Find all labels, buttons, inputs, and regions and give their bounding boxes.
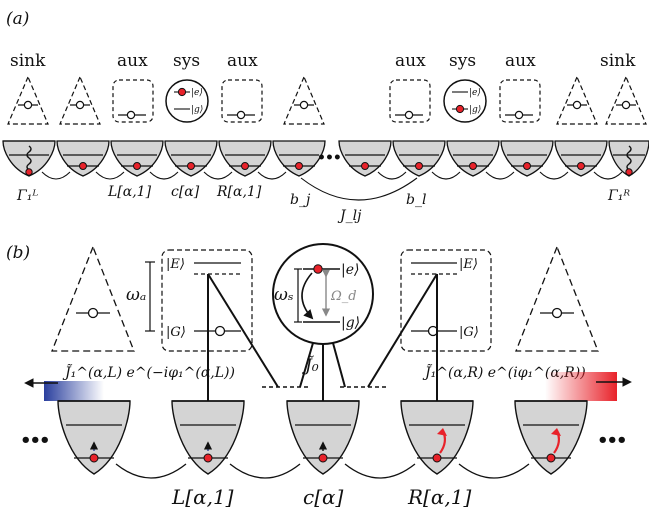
top-label-aux-2: aux	[227, 51, 258, 71]
well-a-5	[218, 140, 272, 177]
j1-left-label: J̃₁^(α,L) e^(−iφ₁^(α,L))	[62, 363, 235, 381]
b-label-l-alpha: L[α,1]	[171, 485, 234, 509]
l-alpha-label: L[α,1]	[107, 184, 152, 200]
panel-b-wells	[57, 400, 588, 475]
well-a-6	[272, 140, 326, 177]
sys-2-ground-dot	[455, 104, 465, 114]
top-label-sys-2: sys	[449, 51, 476, 71]
well-a-11	[554, 140, 608, 177]
b-right-state-E: |E⟩	[459, 257, 478, 272]
panel-b-couplings	[115, 463, 530, 479]
well-b-5	[514, 400, 588, 475]
sink-empty-dots	[23, 100, 631, 110]
b-left-state-E: |E⟩	[166, 257, 185, 272]
sys-circle-2: |e⟩ |g⟩	[443, 79, 487, 123]
b-left-state-G: |G⟩	[166, 325, 186, 340]
top-label-aux-4: aux	[505, 51, 536, 71]
b-ellipsis-left: •••	[20, 430, 49, 451]
top-label-aux-1: aux	[117, 51, 148, 71]
panel-a-bottom-labels: Γ₁ᴸ L[α,1] c[α] R[α,1] b_j J_lj b_l Γ₁ᴿ	[16, 184, 630, 224]
panel-b-label: (b)	[6, 243, 30, 263]
top-label-aux-3: aux	[395, 51, 426, 71]
aux-box-1	[112, 79, 154, 123]
b-j-label: b_j	[290, 192, 311, 208]
sys-2-state-g: |g⟩	[469, 105, 481, 115]
well-b-4	[400, 400, 474, 475]
sink-triangle-1	[7, 75, 49, 125]
red-flow-gradient	[545, 372, 617, 401]
aux-box-3	[389, 79, 431, 123]
sink-triangle-2	[59, 75, 101, 125]
r-alpha-label: R[α,1]	[216, 184, 262, 200]
sink-triangle-3	[283, 75, 325, 125]
well-a-7	[338, 140, 392, 177]
b-l-label: b_l	[406, 192, 426, 208]
sys-1-excited-dot	[177, 87, 187, 97]
aux-box-4	[499, 79, 541, 123]
panel-a-couplings	[41, 171, 623, 201]
sys-circle-1: |e⟩ |g⟩	[165, 79, 209, 123]
sink-triangle-5	[605, 75, 647, 125]
omega-d-label: Ω_d	[330, 289, 357, 304]
aux-boxes	[112, 79, 541, 123]
b-triangle-left	[51, 245, 135, 352]
panel-a-top-labels: sink aux sys aux aux sys aux sink	[10, 51, 636, 71]
sys-1-state-e: |e⟩	[191, 88, 203, 98]
gamma-right-label: Γ₁ᴿ	[607, 188, 630, 204]
b-coupling-lines	[207, 273, 438, 405]
b-label-c-alpha: c[α]	[303, 485, 344, 509]
top-label-sink-left: sink	[10, 51, 46, 71]
j1-right-label: J̃₁^(α,R) e^(iφ₁^(α,R))	[422, 363, 586, 381]
panel-b-bottom-labels: L[α,1] c[α] R[α,1]	[171, 485, 471, 509]
b-triangle-right	[515, 245, 599, 352]
panel-a-label: (a)	[6, 9, 29, 29]
well-a-10	[500, 140, 554, 177]
b-aux-box-left: |E⟩ |G⟩	[161, 249, 253, 352]
top-label-sys-1: sys	[173, 51, 200, 71]
well-a-4	[164, 140, 218, 177]
b-sys-state-e: |e⟩	[341, 262, 359, 278]
b-ellipsis-right: •••	[597, 430, 626, 451]
sink-triangles	[7, 75, 647, 125]
well-b-1	[57, 400, 131, 475]
j-lj-label: J_lj	[337, 208, 362, 224]
b-aux-box-right: |E⟩ |G⟩	[400, 249, 492, 352]
aux-empty-dots	[126, 110, 524, 120]
sys-1-state-g: |g⟩	[191, 105, 203, 115]
c-alpha-label: c[α]	[171, 184, 200, 200]
well-b-3	[286, 400, 360, 475]
b-label-r-alpha: R[α,1]	[407, 485, 471, 509]
well-a-3	[110, 140, 164, 177]
gamma-left-label: Γ₁ᴸ	[16, 188, 38, 204]
sys-2-state-e: |e⟩	[469, 88, 481, 98]
omega-s-bracket	[294, 268, 302, 323]
long-range-coupling	[300, 177, 418, 201]
j0-label: J̃₀	[302, 356, 319, 376]
well-a-8	[392, 140, 446, 177]
b-right-state-G: |G⟩	[459, 325, 479, 340]
well-b-2	[171, 400, 245, 475]
well-a-9	[446, 140, 500, 177]
aux-box-2	[221, 79, 263, 123]
sink-decay-right	[626, 145, 632, 171]
panel-a-wells	[2, 140, 649, 177]
b-sys-state-g: |g⟩	[341, 315, 360, 331]
omega-s-label: ωₛ	[274, 285, 294, 305]
sink-triangle-4	[556, 75, 598, 125]
omega-a-bracket	[145, 261, 155, 332]
panel-a-ellipsis: •••	[317, 150, 341, 166]
sink-decay-left	[26, 145, 32, 171]
blue-flow-gradient	[44, 381, 104, 401]
top-label-sink-right: sink	[600, 51, 636, 71]
well-a-2	[56, 140, 110, 177]
omega-a-label: ωₐ	[126, 285, 146, 305]
